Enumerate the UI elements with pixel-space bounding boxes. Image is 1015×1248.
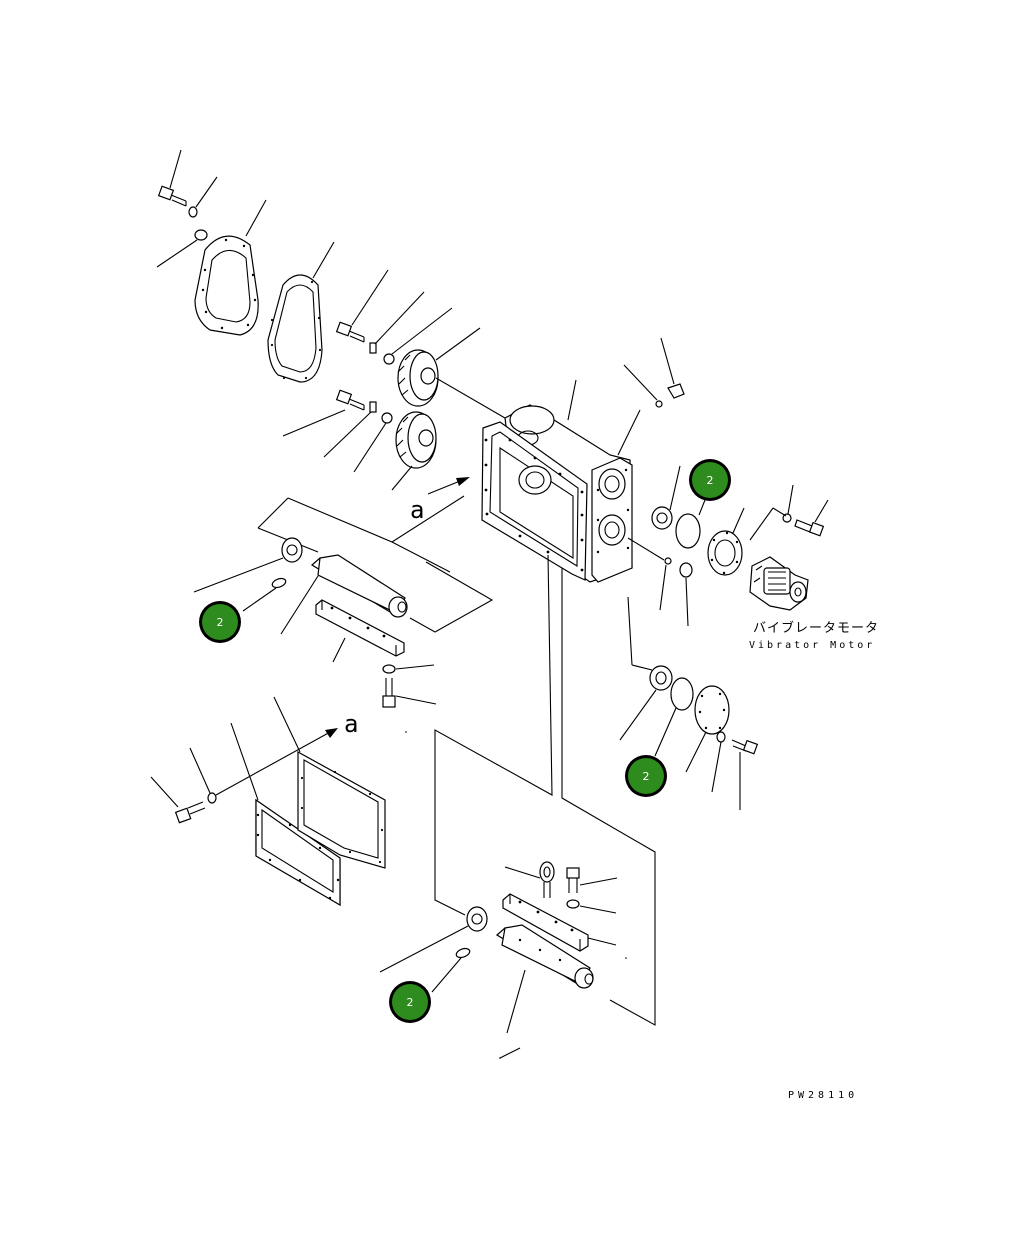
side-cover-washer	[189, 728, 338, 804]
part-badge-number: 2	[707, 474, 714, 487]
side-cover-gasket	[273, 696, 386, 869]
eye-bolt	[504, 861, 555, 898]
top-washer	[188, 176, 218, 218]
drain-plug	[627, 537, 693, 627]
left-shaft	[280, 554, 408, 635]
top-nut	[156, 229, 208, 268]
right-lower-bearing	[619, 596, 673, 741]
left-weight-block	[315, 599, 405, 663]
part-badge-number: 2	[643, 770, 650, 783]
vibrator-motor-label-jp: バイブレータモータ	[753, 620, 879, 636]
upper-bolt	[335, 269, 389, 343]
bottom-block-bolt	[566, 867, 618, 893]
part-badge-number: 2	[217, 616, 224, 629]
shaft-axis-line	[435, 377, 506, 419]
right-lower-oring	[654, 677, 694, 757]
right-upper-bearing	[651, 465, 681, 530]
part-badge: 2	[625, 755, 667, 797]
callout-letter-lower: a	[344, 710, 358, 738]
vibrator-motor-label-en: Vibrator Motor	[749, 640, 875, 651]
bearing-end-cover	[685, 685, 730, 773]
part-badge: 2	[199, 601, 241, 643]
bottom-bearing	[379, 906, 488, 973]
part-badge: 2	[389, 981, 431, 1023]
leader-dot-2	[405, 731, 407, 733]
left-block-washer	[382, 664, 435, 674]
figure-code: PW28110	[788, 1090, 858, 1101]
side-cover-bolt	[150, 776, 206, 824]
end-cover-bolt	[731, 739, 759, 810]
upper-eccentric-weight	[397, 327, 481, 407]
lower-bolt	[282, 389, 365, 437]
bottom-oring	[431, 947, 471, 993]
motor-bolt	[794, 499, 829, 537]
bottom-shaft	[495, 924, 594, 1034]
bottom-weight-block	[502, 893, 617, 952]
left-bearing	[193, 537, 303, 593]
upper-lock-plate	[369, 291, 425, 354]
leader-dot	[625, 957, 627, 959]
bottom-block-washer	[566, 899, 617, 914]
motor-washer	[749, 484, 794, 541]
lower-group-bracket	[434, 554, 656, 1059]
left-block-bolt	[382, 678, 437, 708]
lower-eccentric-weight	[391, 411, 437, 491]
part-badge: 2	[689, 459, 731, 501]
vibrator-motor	[749, 556, 809, 611]
top-bolt	[157, 149, 187, 207]
lower-washer	[353, 412, 393, 473]
callout-arrow-upper: a	[410, 477, 470, 524]
motor-flange	[707, 507, 745, 576]
left-group-bracket	[257, 495, 494, 633]
part-badge-number: 2	[407, 996, 414, 1009]
lower-lock-plate	[323, 401, 377, 458]
cover-gasket	[267, 241, 335, 383]
right-upper-oring	[675, 494, 708, 549]
leader-dot-3	[499, 1057, 501, 1059]
end-cover-washer	[711, 731, 726, 793]
inspection-cover	[194, 199, 267, 336]
left-oring	[242, 577, 287, 612]
upper-washer	[383, 307, 453, 365]
breather-plug	[623, 337, 685, 408]
vibrator-housing	[481, 379, 641, 583]
side-cover-plate	[230, 722, 341, 907]
callout-letter-upper: a	[410, 496, 424, 524]
